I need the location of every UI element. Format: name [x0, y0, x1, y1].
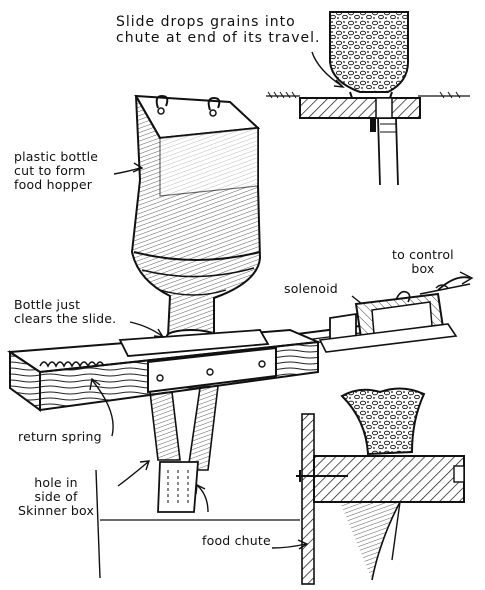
- label-plastic-bottle-line2: cut to form: [14, 163, 86, 178]
- label-plastic-bottle: plastic bottle cut to form food hopper: [14, 150, 98, 192]
- label-hole-in-side: hole in side of Skinner box: [18, 476, 94, 518]
- label-food-chute: food chute: [202, 534, 271, 548]
- label-hole-in-side-line3: Skinner box: [18, 503, 95, 518]
- label-plastic-bottle-line3: food hopper: [14, 177, 93, 192]
- label-hole-in-side-line1: hole in: [34, 475, 78, 490]
- label-to-control-box-line1: to control: [392, 247, 454, 262]
- label-solenoid-text: solenoid: [284, 281, 338, 296]
- label-plastic-bottle-line1: plastic bottle: [14, 149, 99, 164]
- detail-slide: [299, 97, 421, 119]
- label-hole-in-side-line2: side of: [34, 489, 78, 504]
- label-solenoid: solenoid: [284, 282, 338, 296]
- solenoid-drawing: [318, 271, 474, 353]
- detail-chute: [377, 117, 399, 186]
- food-hopper-bottle: [130, 94, 262, 343]
- return-spring-coil: [39, 361, 105, 368]
- label-to-control-box-line2: box: [411, 261, 435, 276]
- label-bottle-clears: Bottle just clears the slide.: [14, 298, 116, 326]
- slide-plate: [118, 329, 270, 357]
- bottom-detail-chute: [296, 387, 465, 585]
- label-bottle-clears-line2: clears the slide.: [14, 311, 117, 326]
- label-to-control-box: to control box: [392, 248, 454, 276]
- label-food-chute-text: food chute: [202, 533, 271, 548]
- label-return-spring-text: return spring: [18, 429, 102, 444]
- label-bottle-clears-line1: Bottle just: [14, 297, 81, 312]
- detail-slide-bottom: [313, 455, 465, 503]
- slide-assembly: [7, 325, 361, 579]
- food-chute-drawing: [157, 461, 199, 513]
- top-detail-hopper-drop: [266, 11, 470, 186]
- label-return-spring: return spring: [18, 430, 102, 444]
- detail-bottle: [329, 11, 409, 93]
- label-slide-drops-line2: chute at end of its travel.: [116, 30, 321, 46]
- label-leaders: [89, 162, 309, 550]
- label-slide-drops: Slide drops grains into chute at end of …: [116, 14, 320, 46]
- label-slide-drops-line1: Slide drops grains into: [116, 14, 296, 30]
